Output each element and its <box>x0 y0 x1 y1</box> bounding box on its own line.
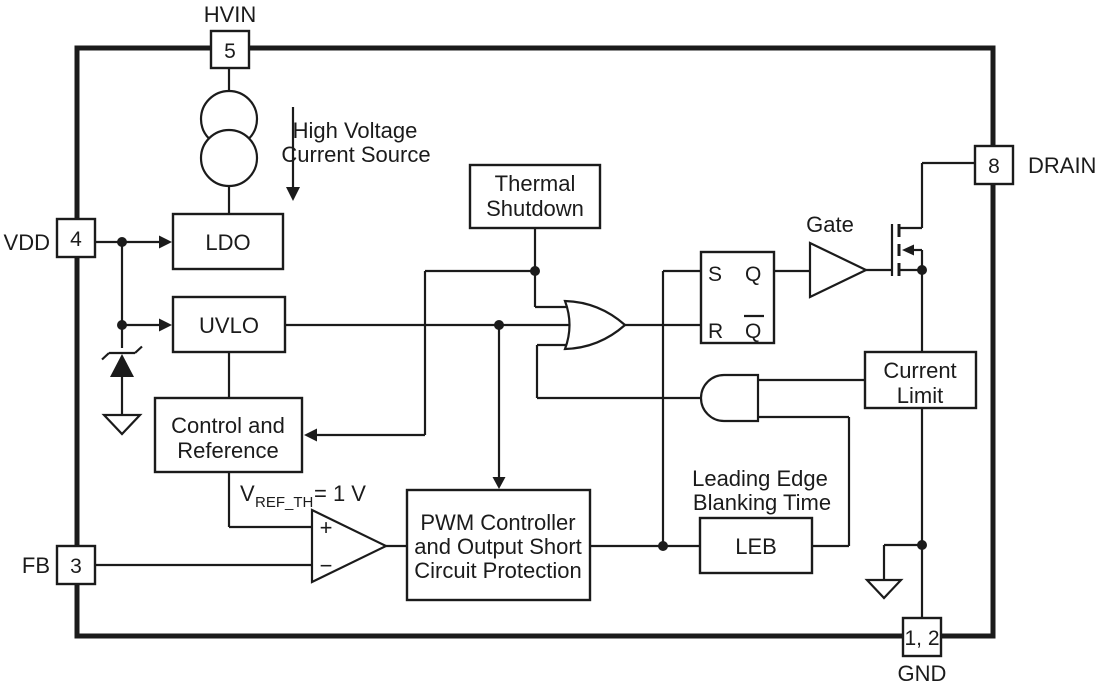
comparator-triangle <box>310 508 389 584</box>
pin-label-vdd: VDD <box>4 230 50 255</box>
arrow-into-pwm-icon <box>492 477 506 489</box>
mosfet-icon <box>890 224 922 276</box>
pin-number-vdd: 4 <box>70 228 82 251</box>
pin-number-fb: 3 <box>70 555 82 578</box>
current-limit-block: Current Limit <box>863 350 978 410</box>
pin-box-fb <box>55 544 97 586</box>
wires <box>95 68 975 618</box>
uvlo-block: UVLO <box>171 295 287 354</box>
comparator-minus-label: − <box>320 553 333 578</box>
zener-cathode-tick <box>101 352 110 361</box>
and-gate-icon <box>699 373 760 423</box>
leb-block: LEB <box>698 516 814 575</box>
junction-dot <box>917 540 927 550</box>
vref-subscript: REF_TH <box>255 494 313 511</box>
gate-label: Gate <box>806 212 854 237</box>
hv-current-source-arrow-icon <box>286 107 300 201</box>
arrow-down-icon <box>286 187 300 201</box>
latch-r-label: R <box>708 320 723 343</box>
pin-label-hvin: HVIN <box>204 2 257 27</box>
mosfet-body-arrow-icon <box>902 244 914 256</box>
pin-fb: 3 FB <box>22 544 97 586</box>
control-reference-box <box>153 396 304 474</box>
vref-value: = 1 V <box>314 481 366 506</box>
pin-number-drain: 8 <box>988 155 1000 178</box>
control-reference-block: Control and Reference <box>153 396 304 474</box>
ldo-box <box>171 212 285 271</box>
junction-dot <box>117 320 127 330</box>
sr-latch-box <box>699 250 776 345</box>
pin-box-hvin <box>209 29 251 70</box>
current-limit-line1: Current <box>883 358 956 383</box>
ldo-label: LDO <box>205 230 250 255</box>
pwm-line2: and Output Short <box>414 534 582 559</box>
pin-label-drain: DRAIN <box>1028 153 1096 178</box>
or-gate-icon <box>563 299 627 351</box>
pwm-controller-box <box>405 488 592 602</box>
leb-label: LEB <box>735 534 777 559</box>
control-reference-line2: Reference <box>177 438 279 463</box>
pwm-line3: Circuit Protection <box>414 558 582 583</box>
vref-annotation: V REF_TH = 1 V <box>240 481 366 511</box>
leb-caption-line2: Blanking Time <box>693 490 831 515</box>
pin-hvin: 5 HVIN <box>204 2 257 70</box>
vref-symbol: V <box>240 481 255 506</box>
arrow-into-control-icon <box>304 428 317 442</box>
ic-boundary <box>74 45 996 639</box>
sr-latch-block: S Q R Q <box>699 250 776 345</box>
latch-s-label: S <box>708 263 722 286</box>
pin-box-gnd <box>901 616 943 658</box>
uvlo-label: UVLO <box>199 313 259 338</box>
zener-diode-icon <box>101 345 143 377</box>
control-reference-line1: Control and <box>171 413 285 438</box>
pin-gnd: 1, 2 GND <box>898 616 947 686</box>
pin-drain: 8 DRAIN <box>973 144 1096 186</box>
pin-label-fb: FB <box>22 553 50 578</box>
pin-number-hvin: 5 <box>224 40 236 63</box>
latch-q-label: Q <box>745 263 761 286</box>
arrow-into-ldo-icon <box>159 235 172 249</box>
pin-box-drain <box>973 144 1015 186</box>
pwm-controller-block: PWM Controller and Output Short Circuit … <box>405 488 592 602</box>
gate-driver-buffer-icon <box>808 241 869 299</box>
junction-dot <box>530 266 540 276</box>
pin-label-gnd: GND <box>898 661 947 686</box>
hv-current-source-line2: Current Source <box>281 142 430 167</box>
junction-dot <box>658 541 668 551</box>
zener-cathode-tick <box>134 345 143 354</box>
arrow-into-uvlo-icon <box>159 318 172 332</box>
ground-icon <box>864 578 904 600</box>
current-limit-box <box>863 350 978 410</box>
current-source-icon <box>199 89 259 188</box>
thermal-shutdown-line1: Thermal <box>495 171 576 196</box>
thermal-shutdown-box <box>468 163 602 230</box>
latch-qbar-label: Q <box>745 320 761 343</box>
thermal-shutdown-line2: Shutdown <box>486 196 584 221</box>
pwm-line1: PWM Controller <box>420 510 575 535</box>
ground-icon <box>101 413 143 436</box>
comparator-plus-label: + <box>320 515 333 540</box>
thermal-shutdown-block: Thermal Shutdown <box>468 163 602 230</box>
pin-number-gnd: 1, 2 <box>904 627 939 650</box>
zener-anode-triangle <box>110 354 134 377</box>
hv-current-source-line1: High Voltage <box>293 118 418 143</box>
pin-box-vdd <box>55 217 97 259</box>
junction-dot <box>117 237 127 247</box>
junction-dot <box>494 320 504 330</box>
leb-box <box>698 516 814 575</box>
arrowheads <box>159 235 506 489</box>
ldo-block: LDO <box>171 212 285 271</box>
leb-caption-line1: Leading Edge <box>692 466 828 491</box>
pin-vdd: 4 VDD <box>4 217 97 259</box>
current-limit-line2: Limit <box>897 383 943 408</box>
current-source-circle <box>199 128 259 188</box>
fb-comparator: + − <box>310 508 389 584</box>
uvlo-box <box>171 295 287 354</box>
